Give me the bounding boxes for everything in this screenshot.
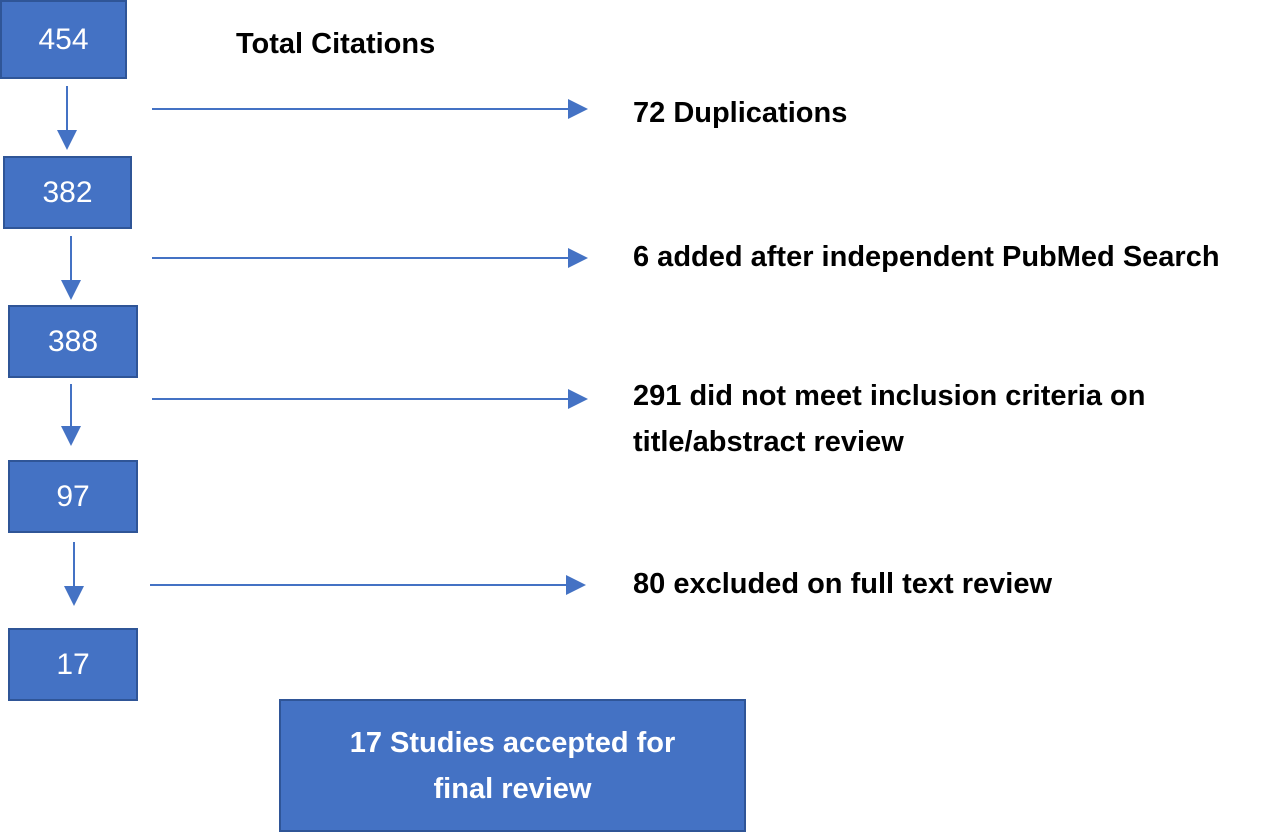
count-box-after-duplicates: 382: [3, 156, 132, 229]
final-review-line1: 17 Studies accepted for: [349, 726, 676, 759]
duplications-label: 72 Duplications: [633, 97, 848, 129]
total-citations-label: Total Citations: [236, 28, 436, 60]
inclusion-criteria-line1: 291 did not meet inclusion criteria on: [633, 380, 1146, 412]
count-box-after-duplicates-value: 382: [42, 175, 93, 209]
count-box-total-value: 454: [38, 22, 89, 56]
count-box-total: 454: [0, 0, 127, 79]
count-box-after-screening-value: 97: [56, 479, 90, 513]
inclusion-criteria-line2: title/abstract review: [633, 426, 904, 458]
final-review-box: 17 Studies accepted for final review: [279, 699, 746, 832]
count-box-after-pubmed-value: 388: [47, 324, 99, 358]
inclusion-criteria-label: 291 did not meet inclusion criteria on t…: [633, 373, 1145, 465]
full-text-excluded-label: 80 excluded on full text review: [633, 568, 1053, 600]
final-review-line2-prefix: final: [433, 772, 502, 805]
count-box-final: 17: [8, 628, 138, 701]
pubmed-added-label: 6 added after independent PubMed Search: [633, 241, 1220, 273]
count-box-final-value: 17: [56, 647, 90, 681]
count-box-after-pubmed: 388: [8, 305, 138, 378]
final-review-underlined-word: review: [501, 772, 592, 805]
count-box-after-screening: 97: [8, 460, 138, 533]
final-review-line2: final review: [434, 766, 592, 812]
